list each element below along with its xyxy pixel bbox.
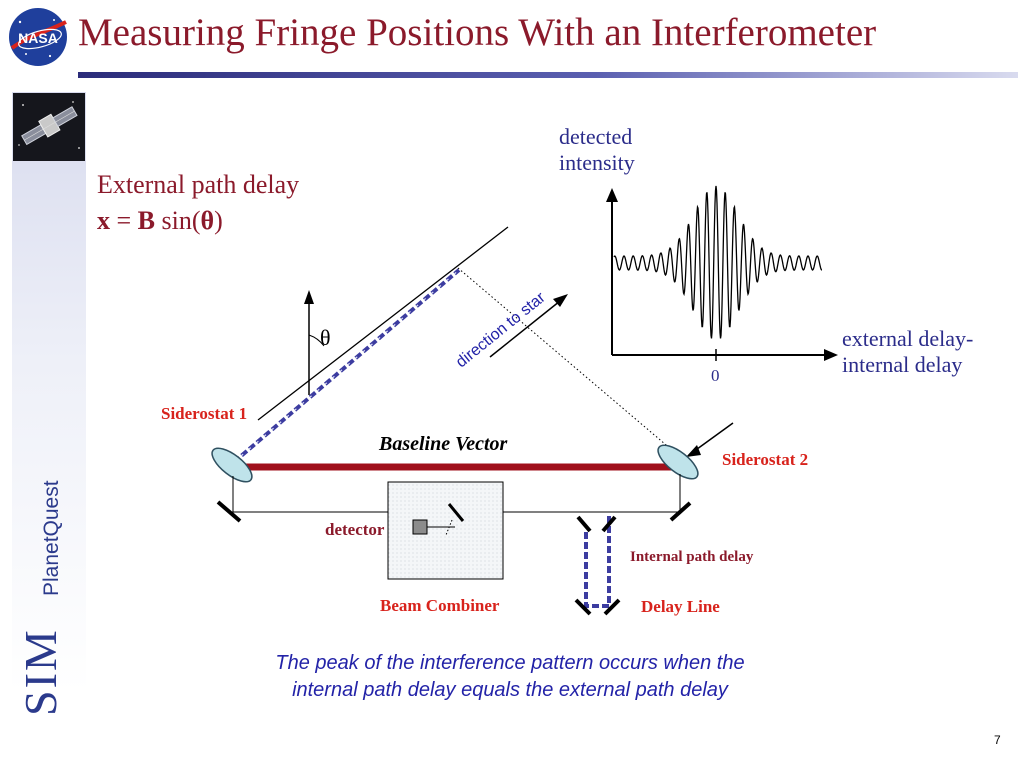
detector-label: detector xyxy=(325,520,385,539)
delay-line-path xyxy=(584,516,611,608)
siderostat-2-arrow-line xyxy=(692,422,734,453)
plot-ylabel-line1: detected xyxy=(559,124,633,149)
delay-mirror-3 xyxy=(574,598,592,616)
beam-combiner-label: Beam Combiner xyxy=(380,596,500,615)
plot-x-arrow xyxy=(824,349,838,361)
delay-mirror-1 xyxy=(576,515,592,533)
combiner-mirror xyxy=(447,503,465,522)
page-number: 7 xyxy=(994,733,1001,747)
caption-line1: The peak of the interference pattern occ… xyxy=(275,652,745,674)
plot-xlabel-line1: external delay- xyxy=(842,326,974,351)
projection-dotted-line xyxy=(457,267,673,451)
caption: The peak of the interference pattern occ… xyxy=(160,650,860,704)
theta-arc xyxy=(308,334,325,347)
delay-equation: x = B sin(θ) xyxy=(97,206,223,236)
caption-line2: internal path delay equals the external … xyxy=(292,679,728,701)
fringe-curve xyxy=(613,185,823,339)
wavefront-line xyxy=(257,226,509,421)
delay-mirror-4 xyxy=(603,598,621,616)
satellite-image xyxy=(13,93,85,161)
fold-mirror-2 xyxy=(669,501,692,522)
plot-xlabel: external delay- internal delay xyxy=(842,326,973,378)
plot-xlabel-line2: internal delay xyxy=(842,352,963,377)
plot-y-arrow xyxy=(606,188,618,202)
siderostat-2-arrow-head xyxy=(686,445,701,457)
beam-combiner-box xyxy=(387,481,504,580)
eq-sin: sin( xyxy=(161,206,201,235)
theta-label: θ xyxy=(320,325,331,350)
siderostat-2-mirror xyxy=(657,444,699,480)
fold-mirror-1 xyxy=(216,500,242,523)
internal-path-delay-label: Internal path delay xyxy=(630,549,754,565)
detector-square xyxy=(412,519,428,535)
plot-ylabel-line2: intensity xyxy=(559,150,635,175)
eq-equals: = xyxy=(116,206,132,235)
eq-x: x xyxy=(97,206,110,235)
sidebar-band xyxy=(12,92,86,692)
eq-b: B xyxy=(137,206,156,235)
siderostat-2-label: Siderostat 2 xyxy=(722,450,809,469)
siderostat-1-mirror xyxy=(211,447,253,483)
eq-close: ) xyxy=(214,206,223,235)
external-path-delay-heading: External path delay xyxy=(97,170,300,199)
zenith-arrow xyxy=(304,290,314,304)
fringe-plot xyxy=(606,185,838,361)
plot-ylabel: detected intensity xyxy=(559,124,635,176)
direction-arrow-head xyxy=(553,294,568,307)
delay-line-label: Delay Line xyxy=(641,597,720,616)
title-rule xyxy=(78,72,1018,78)
plot-zero-label: 0 xyxy=(711,366,720,385)
baseline-vector-label: Baseline Vector xyxy=(379,433,508,455)
direction-arrow-line xyxy=(489,300,561,358)
nasa-logo: NASA xyxy=(6,6,70,68)
siderostat-1-label: Siderostat 1 xyxy=(161,404,248,423)
svg-text:NASA: NASA xyxy=(18,30,58,46)
slide-title: Measuring Fringe Positions With an Inter… xyxy=(78,11,877,54)
delay-mirror-2 xyxy=(601,515,617,533)
eq-theta: θ xyxy=(200,206,215,235)
starlight-beam-1 xyxy=(232,268,461,464)
